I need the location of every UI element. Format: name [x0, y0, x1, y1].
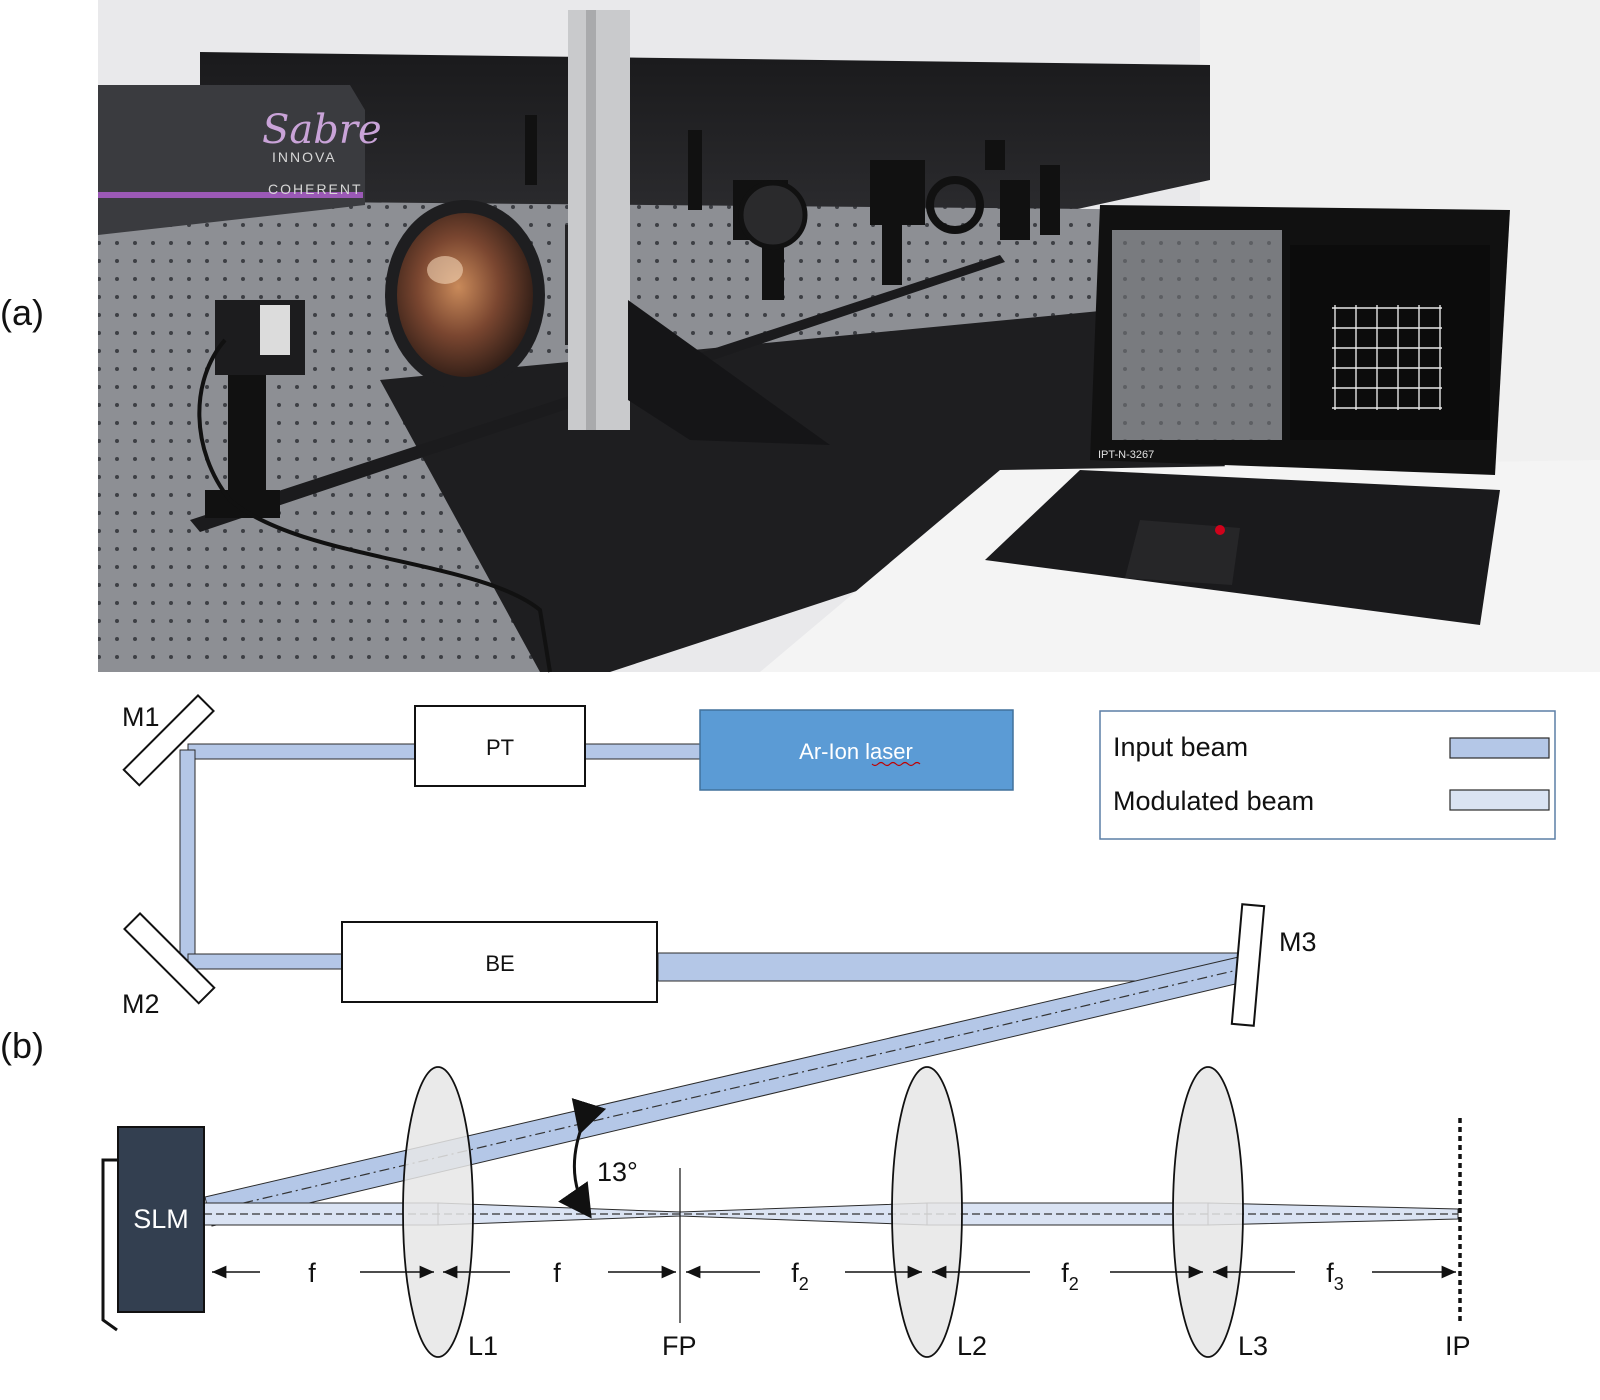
legend-modulated-swatch [1449, 789, 1550, 811]
lens-l1: L1 [402, 1066, 498, 1361]
m3-label: M3 [1279, 927, 1317, 957]
mirror-m1: M1 [122, 694, 215, 787]
objective-lens-photo [385, 200, 615, 390]
image-plane: IP [1445, 1118, 1471, 1361]
l2-label: L2 [957, 1331, 987, 1361]
panel-a-label: (a) [0, 292, 44, 333]
dimension-lines: f f f2 f2 f3 [212, 1258, 1456, 1294]
slm-label: SLM [133, 1204, 189, 1234]
input-beam-path [179, 743, 1249, 1227]
fourier-plane: FP [662, 1168, 697, 1361]
laser-label: Ar-Ion laser [799, 739, 913, 764]
dist-1: f [308, 1258, 316, 1288]
laser-model: INNOVA [272, 149, 337, 165]
ar-ion-laser-component: Ar-Ion laser [699, 709, 1014, 791]
slm-component: SLM [101, 1126, 205, 1332]
be-component: BE [341, 921, 658, 1003]
dist-2: f [553, 1258, 561, 1288]
panel-b-label: (b) [0, 1025, 44, 1066]
ip-label: IP [1445, 1331, 1471, 1361]
dist-3: f2 [791, 1258, 809, 1294]
panel-b: (b) PT Ar- [0, 694, 1556, 1361]
legend-modulated-label: Modulated beam [1113, 786, 1314, 816]
angle-label: 13° [597, 1157, 638, 1187]
fp-label: FP [662, 1331, 697, 1361]
l1-label: L1 [468, 1331, 498, 1361]
lab-photo: Sabre INNOVA COHERENT [98, 0, 1600, 673]
legend: Input beam Modulated beam [1099, 710, 1556, 840]
be-label: BE [485, 951, 514, 976]
dist-5: f3 [1326, 1258, 1344, 1294]
laser-maker: COHERENT [268, 181, 363, 197]
angle-indicator: 13° [558, 1097, 638, 1219]
panel-a: (a) Sabre INNOVA COHERENT [0, 0, 1600, 673]
dist-4: f2 [1061, 1258, 1079, 1294]
lens-l2: L2 [891, 1066, 987, 1361]
mirror-m2: M2 [122, 912, 216, 1019]
laser-brand: Sabre [262, 107, 382, 153]
pt-label: PT [486, 735, 514, 760]
laptop-photo: IPT-N-3267 [985, 205, 1510, 625]
legend-input-label: Input beam [1113, 732, 1248, 762]
m1-label: M1 [122, 702, 160, 732]
modulated-beam-path [203, 1202, 1459, 1226]
pt-component: PT [414, 705, 586, 787]
camera-photo [197, 300, 552, 673]
mirror-m3: M3 [1230, 903, 1317, 1027]
laser-head-photo: Sabre INNOVA COHERENT [98, 85, 382, 235]
m2-label: M2 [122, 989, 160, 1019]
l3-label: L3 [1238, 1331, 1268, 1361]
legend-input-swatch [1449, 737, 1550, 759]
laptop-tag: IPT-N-3267 [1098, 449, 1154, 461]
lens-l3: L3 [1172, 1066, 1268, 1361]
